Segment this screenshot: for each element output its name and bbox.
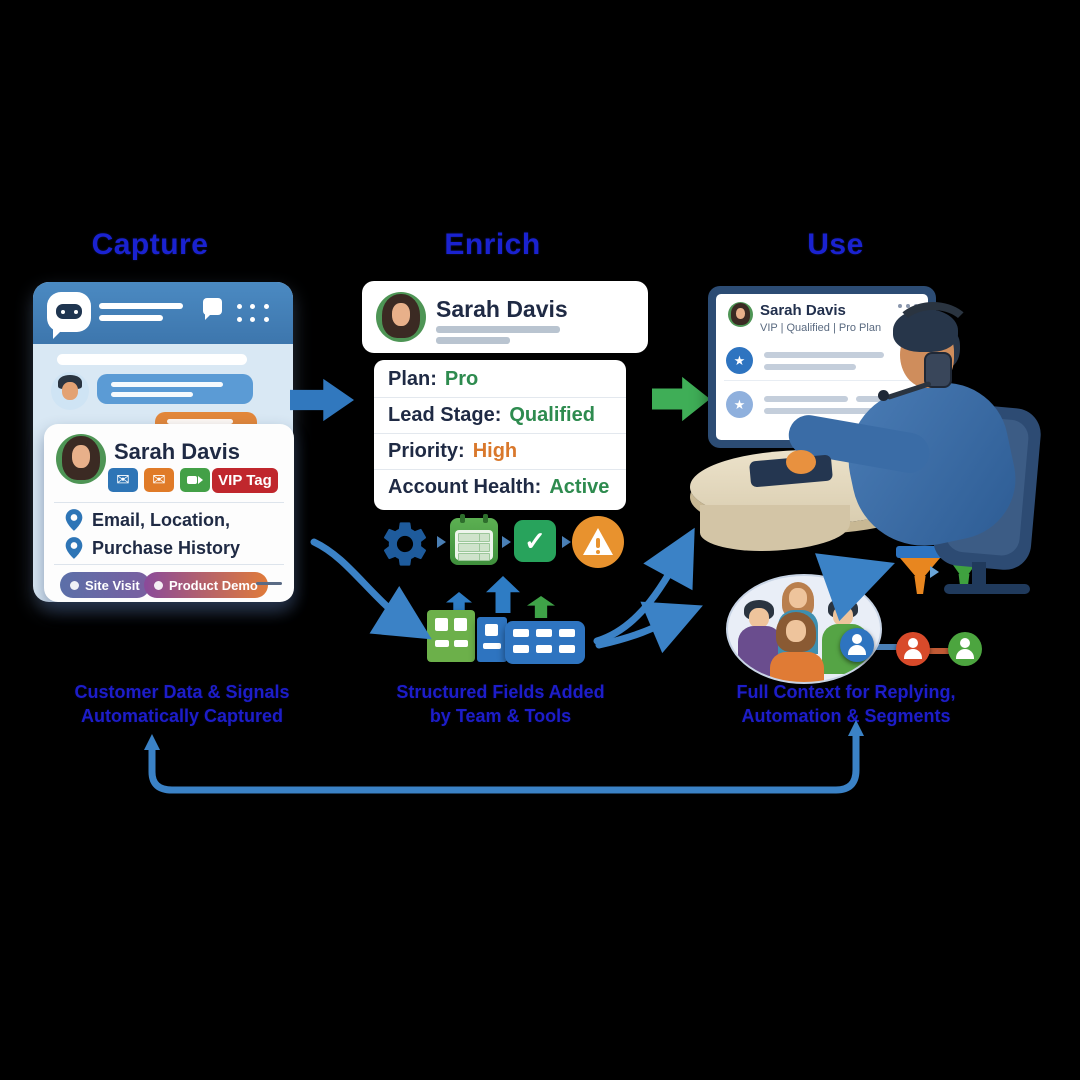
chat-window-header bbox=[33, 282, 293, 344]
building-green-icon bbox=[427, 610, 475, 662]
desk-front bbox=[700, 505, 850, 551]
contact-tags: VIP | Qualified | Pro Plan bbox=[760, 322, 882, 334]
contact-name: Sarah Davis bbox=[114, 439, 240, 464]
site-visit-pill: Site Visit bbox=[60, 572, 150, 598]
menu-dots-icon bbox=[233, 300, 273, 326]
divider bbox=[54, 502, 284, 503]
segment-connector bbox=[868, 644, 900, 650]
crm-screen: Sarah Davis VIP | Qualified | Pro Plan ★… bbox=[716, 294, 928, 440]
caption-use: Full Context for Replying, Automation & … bbox=[736, 682, 956, 726]
caption-capture: Customer Data & Signals Automatically Ca… bbox=[74, 682, 290, 726]
contact-name: Sarah Davis bbox=[760, 302, 846, 319]
field-row-lead-stage: Lead Stage: Qualified bbox=[374, 398, 626, 434]
arrowhead-icon bbox=[144, 734, 160, 750]
location-pin-icon bbox=[65, 537, 83, 559]
star-icon: ★ bbox=[726, 347, 753, 374]
product-demo-pill: Product Demo bbox=[144, 572, 268, 598]
contact-card: Sarah Davis ✉ ✉ VIP Tag Email, Location,… bbox=[44, 424, 294, 602]
video-call-icon bbox=[180, 468, 210, 492]
crm-list-item: ★ bbox=[724, 342, 920, 381]
dash-decoration bbox=[256, 582, 282, 585]
contact-avatar bbox=[728, 302, 753, 327]
headset-mic-tip bbox=[878, 390, 889, 401]
chair-post bbox=[972, 562, 986, 588]
calendar-icon bbox=[450, 514, 498, 565]
inbox-icon: ✉ bbox=[144, 468, 174, 492]
star-icon: ★ bbox=[726, 391, 753, 418]
caption-enrich: Structured Fields Added by Team & Tools bbox=[396, 682, 605, 726]
flow-arrow-icon bbox=[930, 566, 939, 578]
building-blue-icon bbox=[477, 617, 507, 662]
contact-detail-line1: Email, Location, bbox=[92, 510, 231, 530]
contact-avatar bbox=[376, 292, 426, 342]
segment-person-green-icon bbox=[948, 632, 982, 666]
stage-title-capture: Capture bbox=[91, 228, 209, 261]
email-icon: ✉ bbox=[108, 468, 138, 492]
field-row-account-health: Account Health: Active bbox=[388, 476, 610, 498]
text-placeholder bbox=[99, 315, 163, 321]
text-placeholder bbox=[436, 337, 510, 344]
stage-title-use: Use bbox=[807, 228, 864, 261]
contact-detail-line2: Purchase History bbox=[92, 538, 241, 558]
check-icon: ✓ bbox=[514, 520, 556, 562]
segment-person-blue-icon bbox=[840, 628, 874, 662]
flow-arrow-icon bbox=[562, 536, 571, 548]
stage-title-enrich: Enrich bbox=[444, 228, 541, 261]
support-agent-hand bbox=[786, 450, 816, 474]
enrich-profile-header: Sarah Davis bbox=[362, 281, 648, 353]
contact-avatar bbox=[56, 434, 106, 484]
chair-base bbox=[944, 584, 1030, 594]
headset-icon bbox=[892, 302, 974, 364]
up-arrow-icon bbox=[486, 576, 520, 613]
field-row-plan: Plan: Pro bbox=[374, 362, 626, 398]
field-row-priority: Priority: High bbox=[374, 434, 626, 470]
location-pin-icon bbox=[65, 509, 83, 531]
divider bbox=[54, 564, 284, 565]
up-arrow-icon bbox=[527, 596, 555, 618]
vip-tag-badge: VIP Tag bbox=[212, 468, 278, 493]
segment-connector bbox=[926, 648, 954, 654]
message-placeholder bbox=[57, 354, 247, 365]
feedback-loop-arrow bbox=[148, 730, 860, 794]
text-placeholder bbox=[99, 303, 183, 309]
enrich-to-use-arrow-icon bbox=[652, 376, 710, 422]
flow-arrow-icon bbox=[437, 536, 446, 548]
enrich-fields-card: Plan: Pro Lead Stage: Qualified Priority… bbox=[374, 360, 626, 510]
chatbot-icon bbox=[47, 292, 91, 339]
alert-icon bbox=[572, 516, 624, 568]
chat-bubble-icon bbox=[203, 298, 222, 320]
incoming-message-bubble bbox=[97, 374, 253, 404]
contact-name: Sarah Davis bbox=[436, 296, 568, 322]
flow-arrow-icon bbox=[502, 536, 511, 548]
text-placeholder bbox=[436, 326, 560, 333]
gear-icon bbox=[383, 522, 427, 566]
visitor-avatar bbox=[51, 372, 89, 410]
segment-person-red-icon bbox=[896, 632, 930, 666]
capture-to-enrich-arrow-icon bbox=[290, 378, 354, 422]
data-to-customers-arrow bbox=[595, 601, 703, 654]
building-wide-icon bbox=[505, 621, 585, 664]
